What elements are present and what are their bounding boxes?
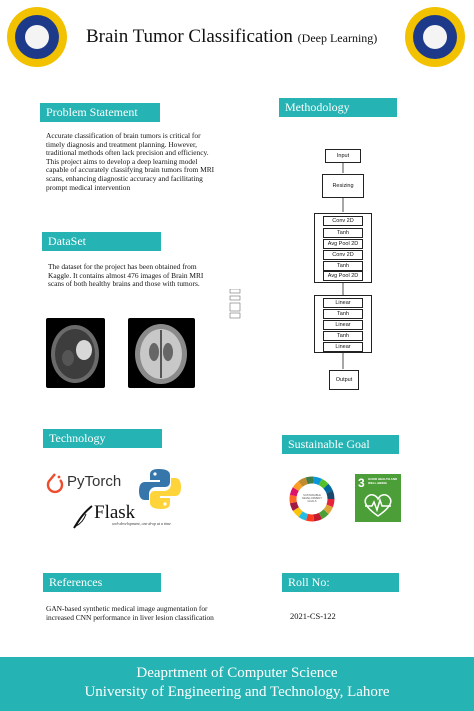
roll-heading: Roll No: xyxy=(282,573,399,592)
flow-output: Output xyxy=(329,370,359,390)
problem-text: Accurate classification of brain tumors … xyxy=(46,131,215,192)
flow-linear-2: Linear xyxy=(323,320,363,330)
python-logo xyxy=(138,467,182,511)
flask-label: Flask xyxy=(94,502,136,523)
flow-resizing: Resizing xyxy=(322,174,364,198)
flow-avgpool-1: Avg Pool 2D xyxy=(323,239,363,249)
references-text: GAN-based synthetic medical image augmen… xyxy=(46,604,214,622)
dataset-heading: DataSet xyxy=(42,232,161,251)
flow-linear-1: Linear xyxy=(323,298,363,308)
sdg3-tile: 3 GOOD HEALTH AND WELL-BEING xyxy=(355,474,401,522)
flow-input: Input xyxy=(325,149,361,163)
sdg-wheel-logo: SUSTAINABLE DEVELOPMENT GOALS xyxy=(288,475,336,523)
sdg-wheel-text: SUSTAINABLE DEVELOPMENT GOALS xyxy=(302,494,322,503)
pytorch-logo: PyTorch xyxy=(45,468,165,500)
conv-block-group xyxy=(314,213,372,283)
dataset-text: The dataset for the project has been obt… xyxy=(48,262,204,289)
sdg3-number: 3 xyxy=(358,476,365,490)
references-heading: References xyxy=(43,573,161,592)
mri-tumor-image xyxy=(46,318,105,388)
flow-tanh-3: Tanh xyxy=(323,309,363,319)
sdg-wheel-icon xyxy=(289,476,335,522)
flask-tagline: web development, one drop at a time xyxy=(112,521,171,526)
heartbeat-icon xyxy=(364,494,392,517)
flow-tanh-4: Tanh xyxy=(323,331,363,341)
footer-banner: Deaprtment of Computer Science Universit… xyxy=(0,657,474,711)
methodology-flowchart: Input Resizing Conv 2D Tanh Avg Pool 2D … xyxy=(312,140,382,400)
flow-tanh-1: Tanh xyxy=(323,228,363,238)
python-snake-icon xyxy=(139,469,181,509)
mini-flow-thumbnail xyxy=(229,288,242,319)
flow-linear-3: Linear xyxy=(323,342,363,352)
roll-value: 2021-CS-122 xyxy=(290,611,336,621)
technology-heading: Technology xyxy=(43,429,162,448)
flow-tanh-2: Tanh xyxy=(323,261,363,271)
mri-healthy-image xyxy=(128,318,195,388)
flask-logo: Flask web development, one drop at a tim… xyxy=(72,502,172,532)
flask-horn-icon xyxy=(73,505,93,529)
flow-avgpool-2: Avg Pool 2D xyxy=(323,271,363,281)
pytorch-flame-icon xyxy=(46,473,64,494)
pytorch-label: PyTorch xyxy=(67,473,122,490)
sustainable-heading: Sustainable Goal xyxy=(282,435,399,454)
title-subtitle: (Deep Learning) xyxy=(297,31,378,45)
flow-conv2d-2: Conv 2D xyxy=(323,250,363,260)
flow-conv2d-1: Conv 2D xyxy=(323,216,363,226)
problem-heading: Problem Statement xyxy=(40,103,160,122)
sdg3-label: GOOD HEALTH AND WELL-BEING xyxy=(368,477,398,485)
linear-block-group xyxy=(314,295,372,353)
department-logo xyxy=(405,7,465,67)
footer-university: University of Engineering and Technology… xyxy=(84,684,390,700)
title-text: Brain Tumor Classification xyxy=(86,26,293,47)
methodology-heading: Methodology xyxy=(279,98,397,117)
university-logo xyxy=(7,7,67,67)
poster-title: Brain Tumor Classification (Deep Learnin… xyxy=(86,26,377,48)
footer-department: Deaprtment of Computer Science xyxy=(136,665,338,681)
